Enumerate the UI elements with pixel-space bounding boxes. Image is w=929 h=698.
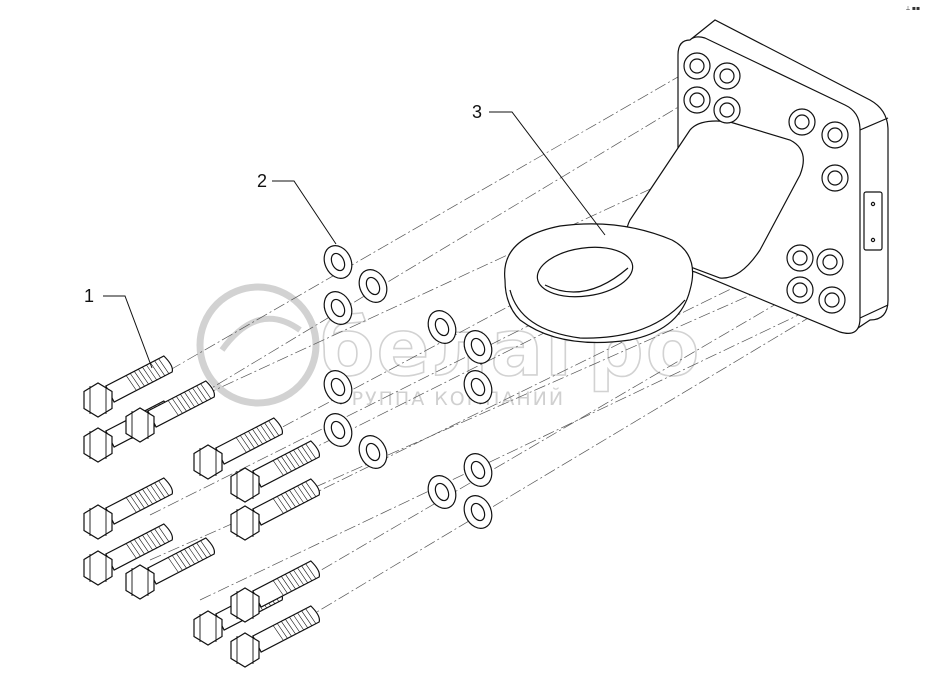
callout-label-2: 2 (257, 171, 267, 191)
bolt (125, 537, 216, 600)
bolt (193, 417, 284, 480)
watermark-subtitle: ГРУППА КОМПАНИЙ (338, 387, 565, 410)
washer (427, 475, 457, 509)
callout-leaders (103, 111, 606, 369)
washer (323, 370, 353, 404)
bolt (83, 355, 174, 418)
hitch-eye-part (504, 19, 889, 344)
bolt (230, 560, 321, 623)
washers (323, 245, 493, 529)
bolts (83, 355, 321, 668)
washer (323, 291, 353, 325)
bolt (83, 477, 174, 540)
bolt (230, 478, 321, 541)
callout-label-1: 1 (84, 286, 94, 306)
corner-mark: ⟂ ▪▪ (906, 5, 920, 12)
bolt (83, 523, 174, 586)
washer (463, 370, 493, 404)
washer (427, 310, 457, 344)
washer (463, 453, 493, 487)
washer (323, 413, 353, 447)
bolt (230, 605, 321, 668)
flange-bolt-holes (683, 52, 849, 314)
washer (463, 330, 493, 364)
bolt (230, 440, 321, 503)
washer (358, 435, 388, 469)
bolt (125, 380, 216, 443)
washer (463, 495, 493, 529)
washer (358, 269, 388, 303)
washer (323, 245, 353, 279)
callout-label-3: 3 (472, 102, 482, 122)
